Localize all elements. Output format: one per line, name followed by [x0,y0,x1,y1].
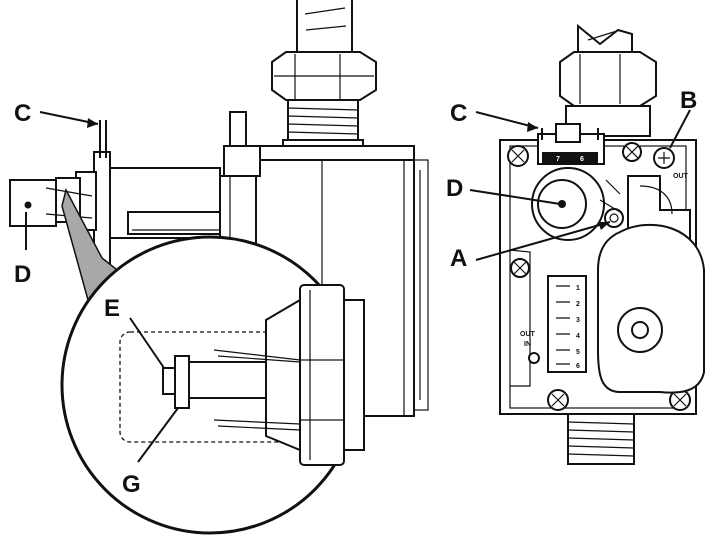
screw-a [604,208,624,228]
part-e-tip [162,367,176,395]
label-b: B [680,87,697,114]
label-g: G [122,471,141,498]
knob-position-strip: 1 2 3 4 5 6 [547,275,587,373]
magnified-inset: E G [60,235,365,535]
label-d-right: D [446,175,463,202]
position-2: 2 [576,301,580,308]
part-g-collar [174,355,190,409]
position-1: 1 [576,285,580,292]
mid-housing [109,167,221,239]
thermocouple-fitting [9,120,111,265]
right-callout-a: A [450,221,611,272]
side-label-in: IN [524,341,531,348]
right-callout-c: C [450,100,539,132]
label-a: A [450,245,467,272]
label-d-left: D [14,261,31,288]
position-3: 3 [576,317,580,324]
label-c-left: C [14,100,31,127]
control-knob-housing [597,223,705,394]
position-6: 6 [576,363,580,370]
left-callout-d: D [14,212,31,288]
body-screws [507,142,691,411]
left-callout-c: C [14,100,99,128]
position-5: 5 [576,349,580,356]
position-4: 4 [576,333,580,340]
right-callout-b: B [669,87,697,149]
side-label-out: OUT [520,331,536,338]
front-connector: 7 6 [537,123,605,165]
supply-pipe [271,0,377,149]
dial-number-7: 7 [556,156,560,163]
regulator-dome [531,167,624,241]
connector-dot [24,201,32,209]
out-label-top: OUT [673,173,689,180]
dial-number-6: 6 [580,156,584,163]
label-c-right: C [450,100,467,127]
label-e: E [104,295,120,322]
right-callout-d: D [446,175,561,205]
valve-front-view: 7 6 OUT 1 2 3 4 5 [446,23,705,465]
